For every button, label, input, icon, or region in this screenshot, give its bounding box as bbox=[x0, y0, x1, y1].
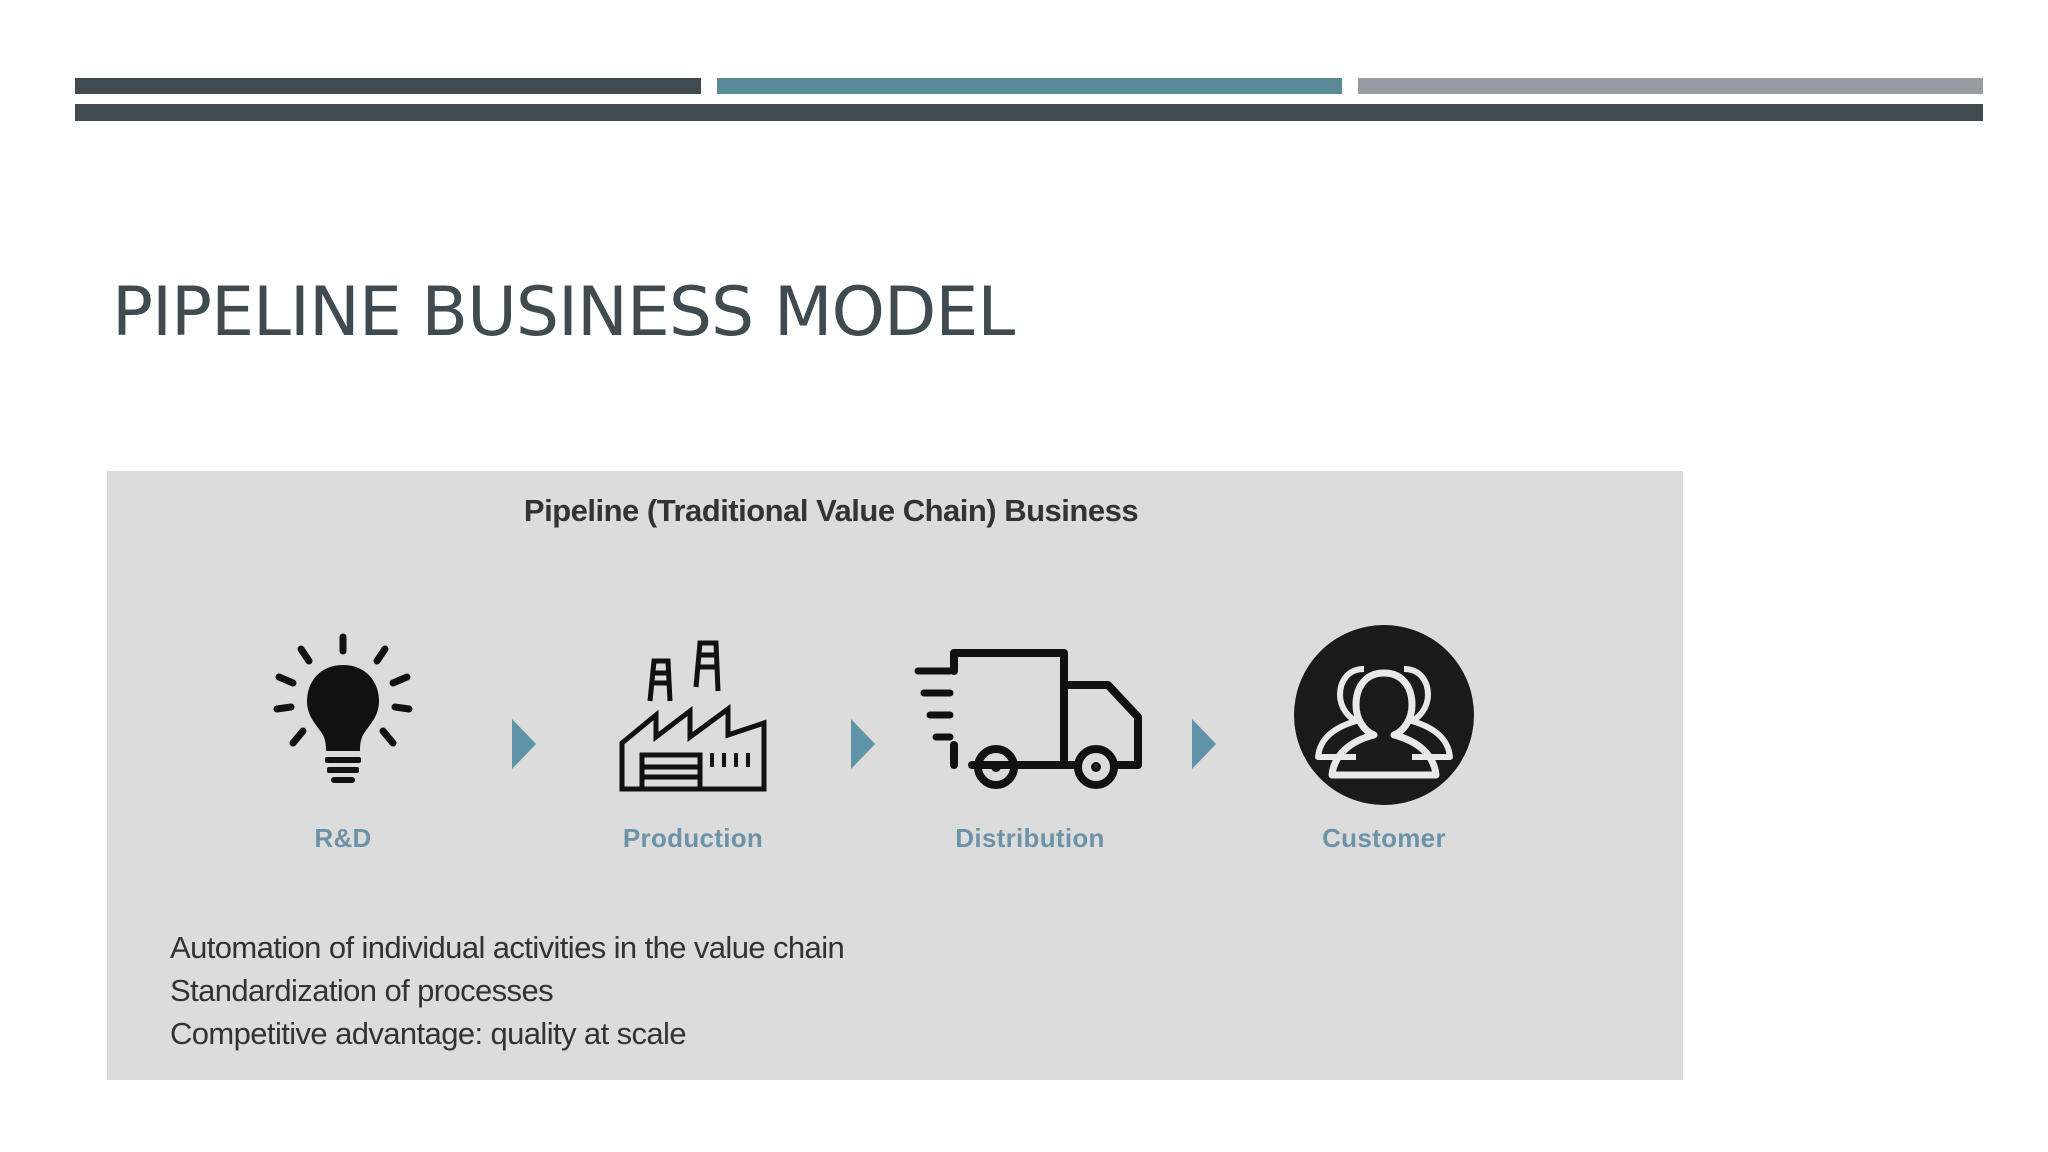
step-customer: Customer bbox=[1254, 625, 1514, 871]
step-label-production: Production bbox=[622, 823, 764, 853]
flow-arrow-2 bbox=[851, 719, 875, 769]
step-production: Production bbox=[563, 631, 823, 871]
step-distribution: Distribution bbox=[900, 631, 1160, 871]
truck-icon bbox=[914, 649, 1142, 789]
factory-icon bbox=[619, 640, 767, 792]
lightbulb-icon bbox=[273, 633, 413, 783]
flow-arrow-3 bbox=[1192, 719, 1216, 769]
header-bar-teal bbox=[717, 78, 1342, 94]
notes-list: Automation of individual activities in t… bbox=[170, 926, 845, 1055]
flow-arrow-1 bbox=[512, 719, 536, 769]
header-bar-full bbox=[75, 104, 1983, 121]
note-item: Standardization of processes bbox=[170, 973, 554, 1008]
figure-title: Pipeline (Traditional Value Chain) Busin… bbox=[523, 493, 1139, 528]
customers-icon bbox=[1294, 625, 1474, 805]
step-label-rd: R&D bbox=[314, 823, 372, 853]
step-rd: R&D bbox=[213, 631, 473, 871]
header-bar-gray bbox=[1358, 78, 1983, 94]
value-chain-figure: Pipeline (Traditional Value Chain) Busin… bbox=[107, 471, 1683, 1080]
note-item: Automation of individual activities in t… bbox=[170, 930, 845, 965]
note-item: Competitive advantage: quality at scale bbox=[170, 1016, 687, 1051]
header-bar-dark bbox=[75, 78, 701, 94]
step-label-distribution: Distribution bbox=[955, 823, 1105, 853]
step-label-customer: Customer bbox=[1322, 823, 1446, 853]
slide-title: PIPELINE BUSINESS MODEL bbox=[112, 273, 1015, 352]
